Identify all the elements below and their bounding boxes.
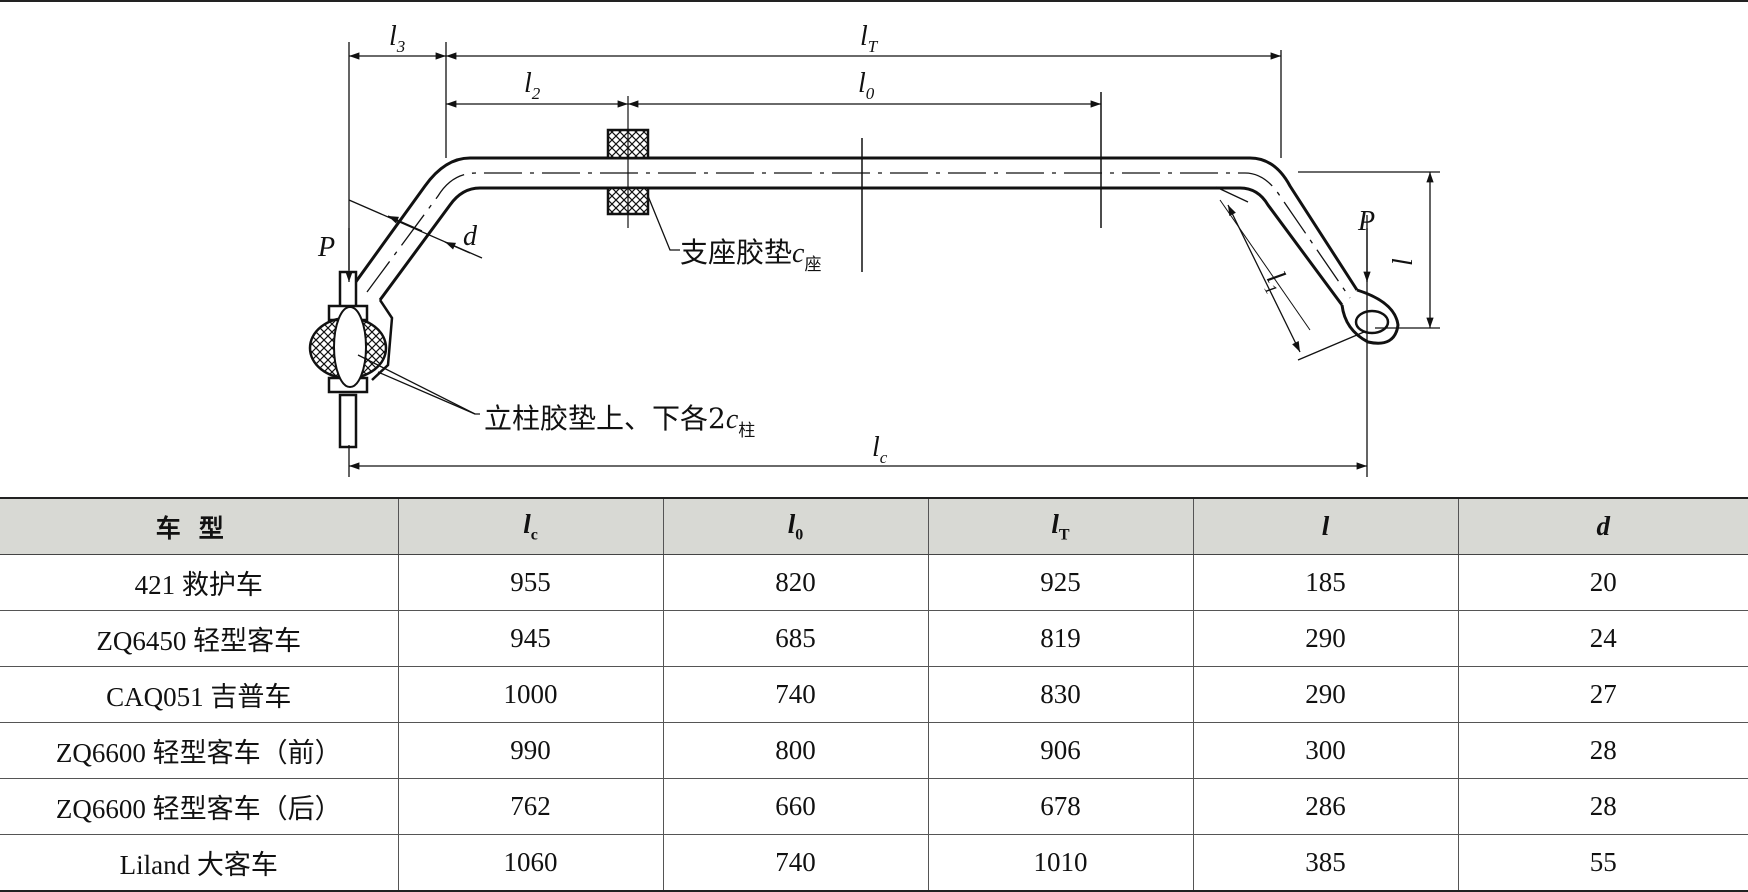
cell-value: 830 <box>927 666 1193 723</box>
cell-model: CAQ051 吉普车 <box>0 666 398 723</box>
header-model: 车型 <box>0 497 398 555</box>
label-l0: l0 <box>858 68 875 103</box>
stabilizer-bar <box>353 156 1359 306</box>
label-l2: l2 <box>524 68 541 103</box>
header-lT: lT <box>927 497 1193 555</box>
cell-value: 678 <box>927 778 1193 835</box>
cell-value: 185 <box>1192 554 1458 611</box>
seat-pad-bushing <box>606 96 650 228</box>
label-lT: lT <box>860 21 879 56</box>
cell-value: 1060 <box>397 834 663 892</box>
label-post-pad: 立柱胶垫上、下各2c柱 <box>484 402 755 441</box>
label-lc: lc <box>872 432 888 467</box>
table-header-row: 车型 lc l0 lT l d <box>0 497 1748 555</box>
label-P-left: P <box>317 232 335 263</box>
cell-value: 28 <box>1457 778 1748 835</box>
cell-value: 290 <box>1192 610 1458 667</box>
header-d: d <box>1457 497 1748 555</box>
cell-value: 800 <box>662 722 928 779</box>
cell-value: 740 <box>662 834 928 892</box>
label-d: d <box>463 221 478 252</box>
cell-value: 906 <box>927 722 1193 779</box>
cell-value: 300 <box>1192 722 1458 779</box>
cell-value: 762 <box>397 778 663 835</box>
header-l: l <box>1192 497 1458 555</box>
post-bolt <box>308 270 394 449</box>
cell-value: 1010 <box>927 834 1193 892</box>
cell-value: 819 <box>927 610 1193 667</box>
label-l: l <box>1388 258 1419 266</box>
cell-value: 24 <box>1457 610 1748 667</box>
cell-value: 945 <box>397 610 663 667</box>
cell-value: 286 <box>1192 778 1458 835</box>
cell-value: 990 <box>397 722 663 779</box>
cell-value: 28 <box>1457 722 1748 779</box>
cell-model: ZQ6600 轻型客车（后） <box>0 778 398 835</box>
cell-model: ZQ6450 轻型客车 <box>0 610 398 667</box>
cell-value: 27 <box>1457 666 1748 723</box>
cell-model: Liland 大客车 <box>0 834 398 892</box>
cell-value: 820 <box>662 554 928 611</box>
label-seat-pad: 支座胶垫c座 <box>680 236 821 275</box>
cell-value: 290 <box>1192 666 1458 723</box>
label-P-right: P <box>1357 206 1375 237</box>
cell-value: 685 <box>662 610 928 667</box>
cell-value: 660 <box>662 778 928 835</box>
label-l1: l1 <box>1256 266 1294 298</box>
cell-value: 385 <box>1192 834 1458 892</box>
cell-model: 421 救护车 <box>0 554 398 611</box>
header-lc: lc <box>397 497 663 555</box>
cell-value: 1000 <box>397 666 663 723</box>
cell-value: 925 <box>927 554 1193 611</box>
stabilizer-bar-diagram: l3 lT l2 l0 P P d l1 l lc 支座胶垫c座 立柱胶垫上、下… <box>0 0 1748 477</box>
label-l3: l3 <box>389 21 405 56</box>
header-l0: l0 <box>662 497 928 555</box>
cell-model: ZQ6600 轻型客车（前） <box>0 722 398 779</box>
dimension-lines <box>345 42 1440 477</box>
cell-value: 20 <box>1457 554 1748 611</box>
cell-value: 740 <box>662 666 928 723</box>
right-eye-end <box>1340 288 1400 345</box>
cell-value: 55 <box>1457 834 1748 892</box>
cell-value: 955 <box>397 554 663 611</box>
